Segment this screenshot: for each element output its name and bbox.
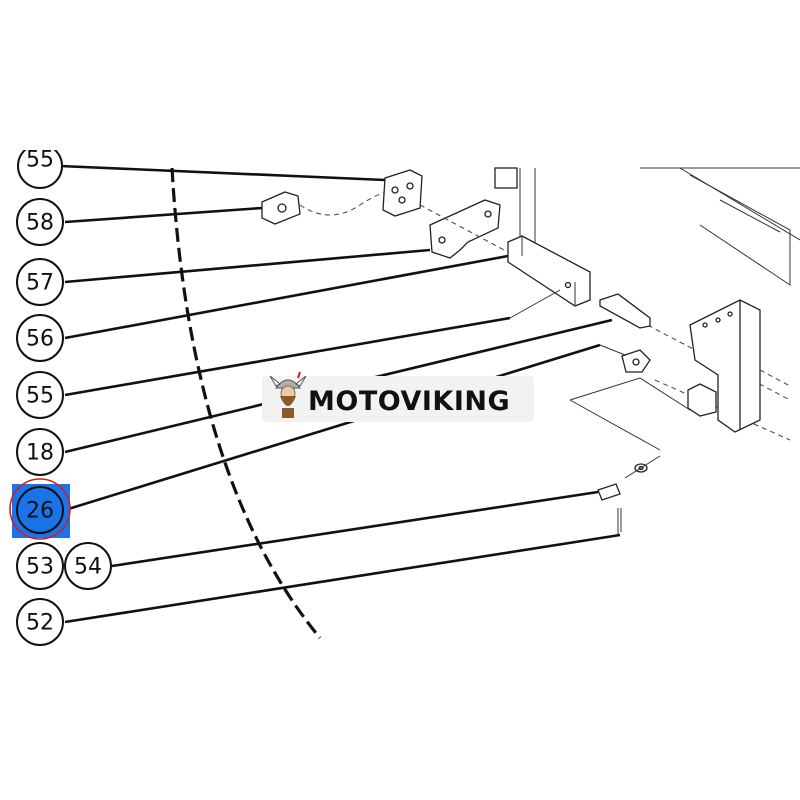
callout-52[interactable]: 52 bbox=[16, 598, 64, 646]
part-18-clevis bbox=[599, 344, 651, 373]
part-53-54-pin bbox=[597, 455, 661, 501]
part-58-clamp bbox=[261, 191, 401, 225]
callout-18[interactable]: 18 bbox=[16, 428, 64, 476]
part-top-plate bbox=[382, 169, 423, 217]
part-55-rod bbox=[509, 289, 651, 329]
callout-57[interactable]: 57 bbox=[16, 258, 64, 306]
part-52-cotter bbox=[617, 508, 622, 535]
watermark-text: MOTOVIKING bbox=[308, 386, 510, 417]
small-bracket bbox=[494, 167, 518, 189]
callout-53[interactable]: 53 bbox=[16, 542, 64, 590]
callout-26-selected[interactable]: 26 bbox=[9, 478, 71, 540]
boundary-arc bbox=[170, 167, 322, 640]
callout-58[interactable]: 58 bbox=[16, 198, 64, 246]
watermark: MOTOVIKING bbox=[262, 371, 534, 422]
viking-mascot-icon bbox=[269, 371, 307, 418]
selection-ring bbox=[9, 478, 71, 540]
callout-56[interactable]: 56 bbox=[16, 314, 64, 362]
part-56-tube bbox=[507, 235, 591, 307]
top-whitespace bbox=[0, 0, 800, 150]
part-side-block bbox=[687, 299, 791, 433]
callout-55[interactable]: 55 bbox=[16, 371, 64, 419]
callout-54[interactable]: 54 bbox=[64, 542, 112, 590]
part-57-bracket bbox=[419, 199, 561, 281]
leader-lines bbox=[59, 164, 621, 624]
watermark-background bbox=[262, 376, 534, 422]
